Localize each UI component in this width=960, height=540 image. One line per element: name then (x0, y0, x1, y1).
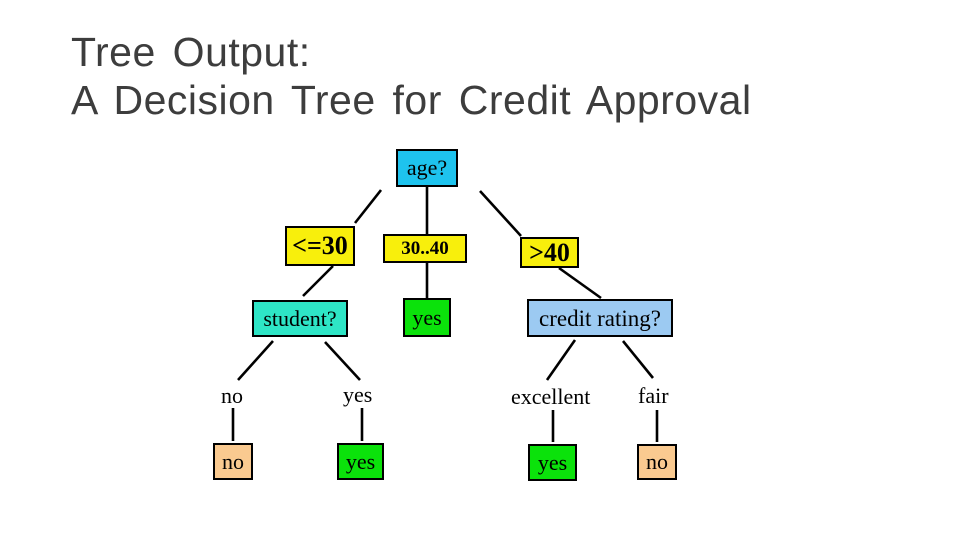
edge-student-yes (324, 341, 361, 381)
edge-student-no (237, 340, 274, 381)
node-age: age? (396, 149, 458, 187)
branch-label-fair: fair (638, 383, 669, 408)
edge-gt40-credit (558, 266, 602, 300)
slide-title: Tree Output: A Decision Tree for Credit … (71, 28, 931, 124)
branch-label-yes: yes (343, 382, 373, 407)
edge-credit-fair (621, 340, 655, 379)
node-branch-30-40: 30..40 (383, 234, 467, 263)
edge-age-gt40 (479, 190, 522, 237)
branch-label-no: no (221, 383, 243, 408)
node-credit-rating: credit rating? (527, 299, 673, 337)
node-branch-le30: <=30 (285, 226, 355, 266)
edge-age-le30 (353, 189, 383, 224)
leaf-yes-1: yes (337, 443, 384, 480)
node-student: student? (252, 300, 348, 337)
node-branch-gt40: >40 (520, 237, 579, 268)
branch-label-excellent: excellent (511, 384, 591, 409)
node-yes-middle: yes (403, 298, 451, 337)
leaf-yes-2: yes (528, 444, 577, 481)
slide-title-line1: Tree Output: (71, 29, 311, 75)
edge-credit-excellent (545, 339, 577, 381)
slide-title-line2: A Decision Tree for Credit Approval (71, 77, 752, 123)
leaf-no-1: no (213, 443, 253, 480)
edge-le30-student (302, 265, 334, 297)
leaf-no-2: no (637, 444, 677, 480)
